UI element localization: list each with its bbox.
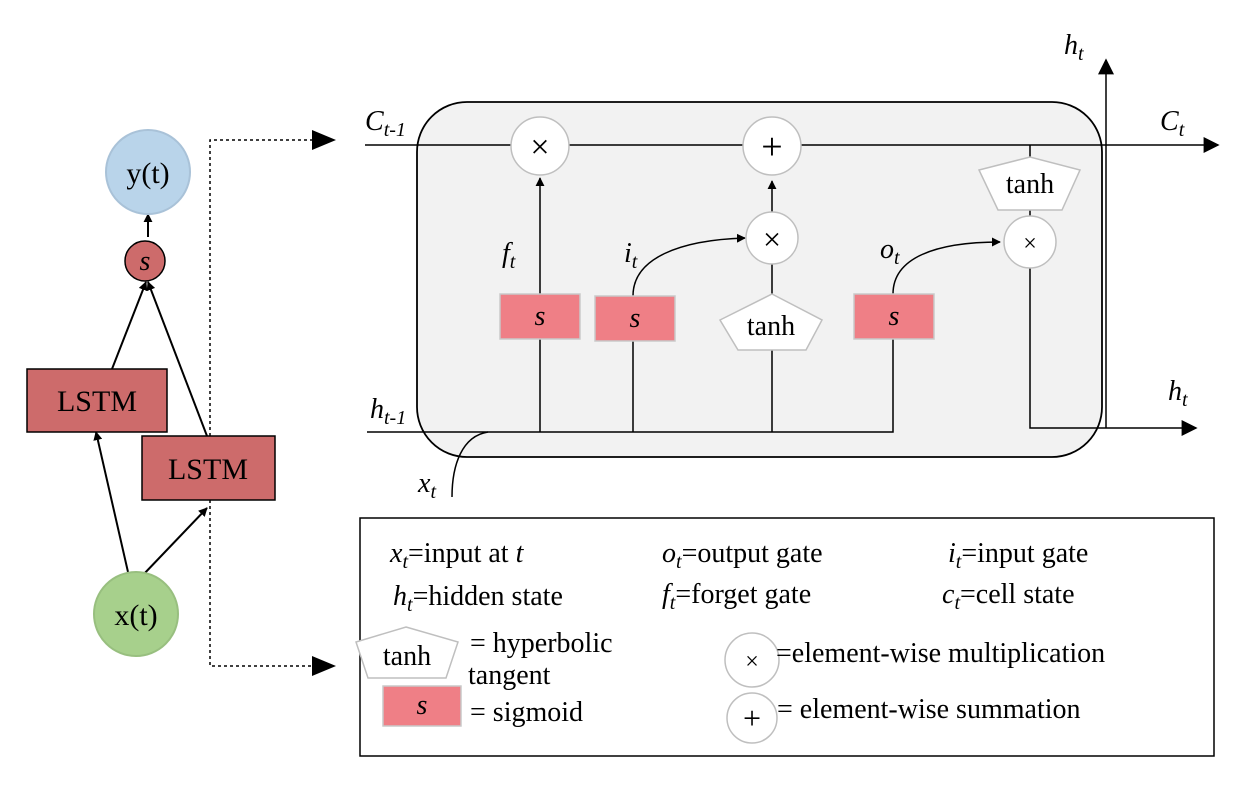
legend-c-entry: ct=cell state: [942, 579, 1075, 614]
cell-sum-symbol: +: [761, 126, 782, 168]
label-c-prev: Ct-1: [365, 106, 406, 141]
legend-sum-text: = element-wise summation: [777, 694, 1081, 725]
label-h-prev: ht-1: [370, 394, 406, 429]
hidden-input-line: [367, 320, 894, 433]
legend-x-entry: xt=input at t: [389, 538, 525, 573]
forget-multiply-symbol: ×: [530, 129, 549, 166]
label-forget-gate: ft: [502, 238, 516, 273]
lstm2-to-activation-arrow: [146, 281, 208, 437]
label-x-input: xt: [417, 468, 436, 503]
legend-f-entry: ft=forget gate: [662, 579, 811, 614]
dotted-connector-bottom-arrowhead: [312, 656, 336, 676]
activation-node: [124, 240, 166, 282]
legend-sum-node: [726, 692, 778, 744]
dotted-connector-top: [209, 139, 312, 436]
dotted-connector-top-arrowhead: [312, 130, 336, 150]
forget-sigmoid-box: [499, 293, 581, 340]
cell-sum-node: [742, 116, 802, 176]
candidate-tanh-pentagon: [718, 293, 824, 351]
output-multiply-symbol: ×: [1023, 231, 1037, 257]
activation-node-label: s: [140, 246, 151, 277]
legend-tanh-pentagon: [355, 626, 459, 679]
lstm-block-1-label: LSTM: [57, 385, 137, 418]
lstm1-to-activation-arrow: [111, 281, 148, 370]
legend-multiply-node: [724, 632, 780, 688]
input-multiply-node: [745, 211, 799, 265]
legend-tanh-text-1: = hyperbolic: [470, 628, 613, 659]
cell-tanh-pentagon: [977, 156, 1082, 211]
label-h-out: ht: [1168, 376, 1188, 411]
legend-sigmoid-symbol: s: [417, 690, 428, 721]
output-node: [105, 129, 191, 215]
input-multiply-symbol: ×: [763, 221, 781, 257]
input-node: [93, 571, 179, 657]
legend-multiply-symbol: ×: [745, 649, 759, 675]
cell-boundary: [416, 101, 1103, 458]
legend-tanh-symbol: tanh: [383, 641, 431, 672]
output-sigmoid-box: [853, 293, 935, 340]
output-node-label: y(t): [126, 157, 169, 190]
forget-sigmoid-label: s: [535, 301, 546, 332]
input-node-label: x(t): [114, 599, 157, 632]
hidden-output-line: [1029, 267, 1198, 436]
legend-o-entry: ot=output gate: [662, 538, 823, 573]
legend-multiply-text: =element-wise multiplication: [776, 638, 1105, 669]
label-c-out: Ct: [1160, 106, 1185, 141]
dotted-connector-bottom: [209, 500, 312, 667]
cell-tanh-label: tanh: [1006, 169, 1054, 200]
input-gate-curve: [632, 233, 746, 297]
legend-i-entry: it=input gate: [948, 538, 1088, 573]
lstm-cell: × + × × s s s tanh tanh Ct-1 Ct ht-1 ht …: [365, 30, 1220, 503]
label-input-gate: it: [624, 238, 638, 273]
forget-multiply-node: [510, 116, 570, 176]
legend-sigmoid-text: = sigmoid: [470, 697, 583, 728]
output-multiply-node: [1003, 215, 1057, 269]
legend: xt=input at t ot=output gate it=input ga…: [355, 517, 1215, 757]
output-sigmoid-label: s: [889, 301, 900, 332]
lstm-block-1: [26, 368, 168, 433]
input-to-lstm2-arrow: [141, 507, 208, 577]
input-to-lstm1-arrow: [93, 431, 129, 573]
lstm-block-2-label: LSTM: [168, 453, 248, 486]
legend-sigmoid-box: [382, 685, 462, 727]
legend-h-entry: ht=hidden state: [393, 581, 563, 616]
lstm-block-2: [141, 435, 276, 501]
legend-tanh-text-2: tangent: [468, 660, 551, 691]
legend-sum-symbol: +: [743, 700, 761, 736]
output-gate-curve: [892, 237, 1001, 295]
left-network: y(t) s LSTM LSTM x(t): [26, 129, 336, 676]
legend-box: [359, 517, 1215, 757]
candidate-tanh-label: tanh: [747, 311, 795, 342]
input-sigmoid-box: [594, 295, 676, 342]
input-sigmoid-label: s: [630, 303, 641, 334]
label-output-gate: ot: [880, 234, 900, 269]
input-xt-curve: [451, 431, 489, 498]
label-h-top: ht: [1064, 30, 1084, 65]
